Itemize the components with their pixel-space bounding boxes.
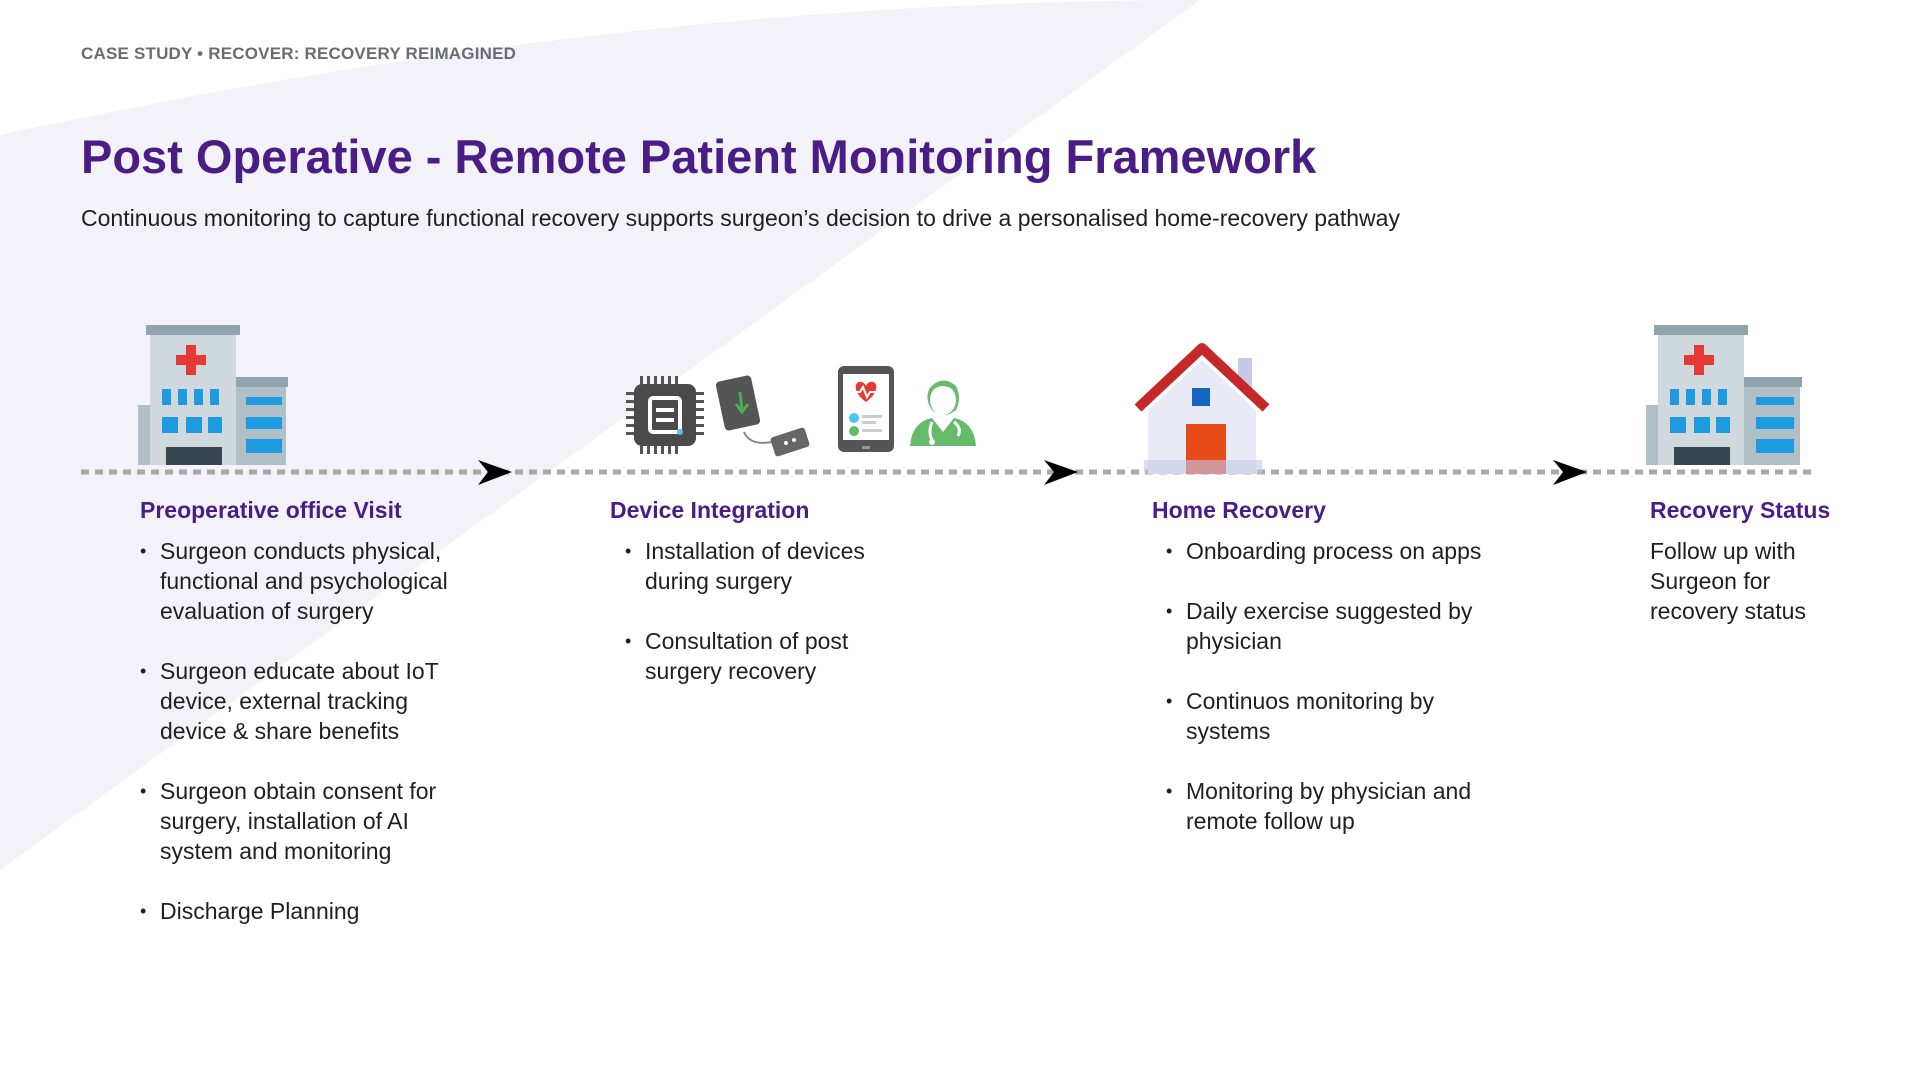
list-item: Daily exercise suggested by physician (1166, 596, 1506, 656)
stage-title-recovery-status: Recovery Status (1650, 497, 1831, 523)
arrow-icon (1553, 460, 1587, 485)
stage-title-home-recovery: Home Recovery (1152, 497, 1326, 523)
list-item: Onboarding process on apps (1166, 536, 1506, 566)
hospital-icon (138, 325, 288, 465)
list-item: Consultation of post surgery recovery (625, 626, 905, 686)
timeline-graphic (81, 325, 1812, 485)
tablet-heart-icon (838, 366, 894, 452)
stage-text-recovery-status: Follow up with Surgeon for recovery stat… (1650, 538, 1806, 624)
arrow-icon (1044, 460, 1078, 485)
house-icon (1134, 343, 1270, 474)
stage-points-home-recovery: Onboarding process on apps Daily exercis… (1166, 536, 1506, 866)
page-title: Post Operative - Remote Patient Monitori… (81, 130, 1317, 183)
stage-title-preoperative: Preoperative office Visit (140, 497, 402, 523)
list-item: Surgeon conducts physical, functional an… (140, 536, 480, 626)
hospital-icon (1646, 325, 1802, 465)
list-item: Surgeon obtain consent for surgery, inst… (140, 776, 480, 866)
page-subtitle: Continuous monitoring to capture functio… (81, 205, 1400, 231)
stage-points-device-integration: Installation of devices during surgery C… (625, 536, 905, 716)
list-item: Monitoring by physician and remote follo… (1166, 776, 1506, 836)
stage-points-preoperative: Surgeon conducts physical, functional an… (140, 536, 480, 956)
list-item: Installation of devices during surgery (625, 536, 905, 596)
tracking-device-icon (715, 375, 810, 457)
list-item: Continuos monitoring by systems (1166, 686, 1506, 746)
stage-title-device-integration: Device Integration (610, 497, 810, 523)
doctor-icon (910, 380, 976, 446)
arrow-icon (478, 460, 512, 485)
eyebrow-label: CASE STUDY • RECOVER: RECOVERY REIMAGINE… (81, 44, 517, 63)
chip-icon (626, 376, 704, 454)
list-item: Surgeon educate about IoT device, extern… (140, 656, 480, 746)
list-item: Discharge Planning (140, 896, 480, 926)
